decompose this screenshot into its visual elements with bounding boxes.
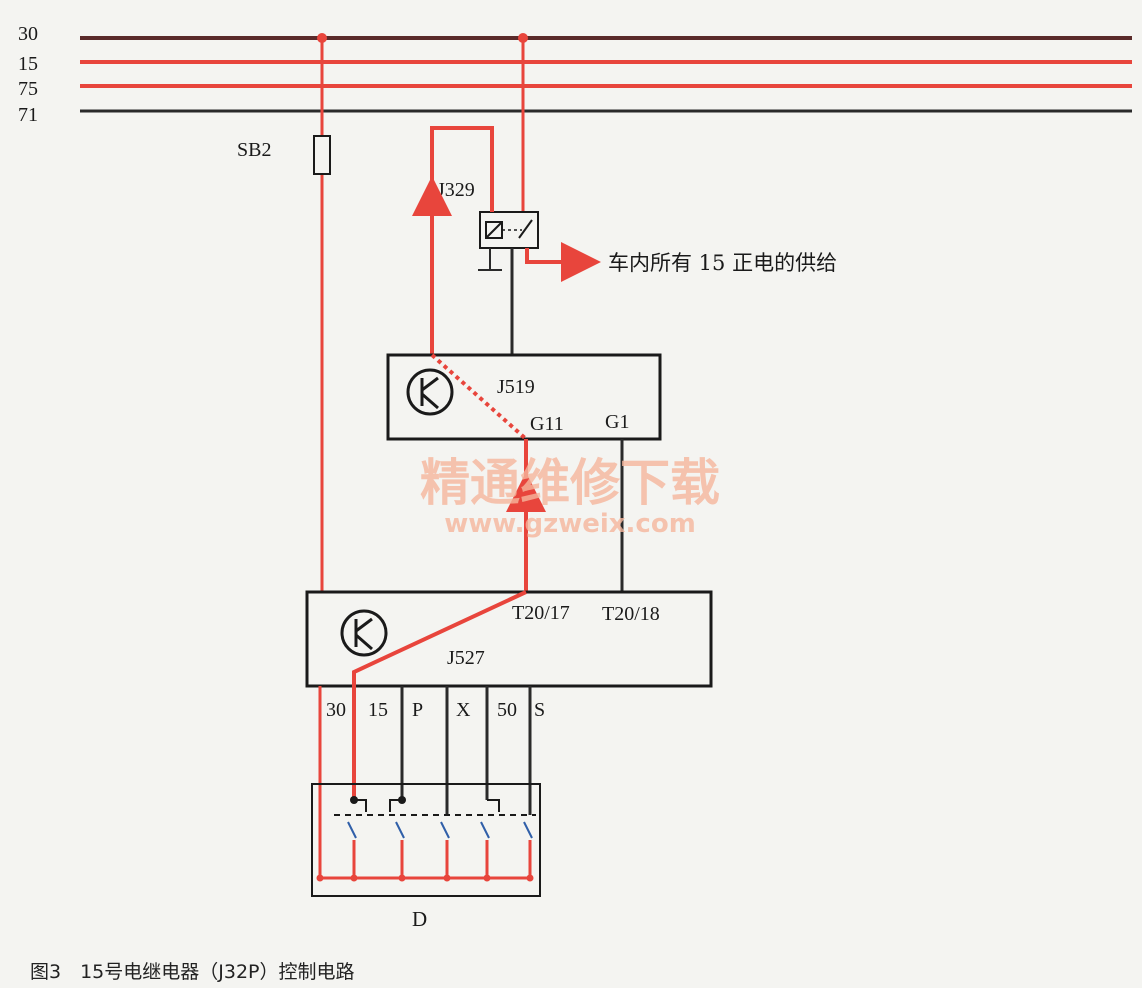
relay-coil-diagonal bbox=[485, 221, 503, 239]
transistor-icon bbox=[406, 368, 454, 416]
terminal-label-p: P bbox=[412, 699, 423, 721]
contact-lever-50 bbox=[480, 821, 490, 839]
bus-label-15: 15 bbox=[18, 53, 38, 75]
output-text: 车内所有 15 正电的供给 bbox=[608, 251, 837, 275]
contact-node-p bbox=[398, 874, 406, 882]
watermark-title: 精通维修下载 bbox=[420, 453, 720, 512]
relay-label: J329 bbox=[437, 179, 475, 201]
j519-internal-path bbox=[430, 353, 528, 441]
watermark-url: www.gzweix.com bbox=[444, 509, 696, 539]
j527-name: J527 bbox=[447, 647, 485, 669]
contact-hook-15 bbox=[354, 799, 367, 812]
bus-labels: 30 15 75 71 bbox=[18, 23, 38, 126]
terminal-wires bbox=[318, 686, 532, 880]
relay-output-wire bbox=[525, 242, 601, 282]
contact-lever-x bbox=[440, 821, 450, 839]
contact-lever-p bbox=[395, 821, 405, 839]
switch-label: D bbox=[412, 907, 427, 931]
j527-pin-t20-17: T20/17 bbox=[512, 602, 570, 624]
bus-label-71: 71 bbox=[18, 104, 38, 126]
terminal-label-50: 50 bbox=[497, 699, 517, 721]
contact-lever-s bbox=[523, 821, 533, 839]
terminal-labels: 30 15 P X 50 S bbox=[326, 699, 545, 721]
contact-node-s bbox=[526, 874, 534, 882]
contact-node-50 bbox=[483, 874, 491, 882]
transistor-icon bbox=[340, 609, 388, 657]
contact-node-15 bbox=[350, 874, 358, 882]
terminal-label-15: 15 bbox=[368, 699, 388, 721]
sb2-fuse-symbol bbox=[313, 135, 331, 175]
bus-label-75: 75 bbox=[18, 78, 38, 100]
contact-hook-50 bbox=[487, 799, 500, 812]
j519-to-relay-wire bbox=[430, 126, 494, 355]
ignition-switch-d-box bbox=[311, 783, 541, 897]
terminal-label-30: 30 bbox=[326, 699, 346, 721]
contact-hook-p bbox=[389, 799, 402, 812]
bus-label-30: 30 bbox=[18, 23, 38, 45]
j519-name: J519 bbox=[497, 376, 535, 398]
contact-node-x bbox=[443, 874, 451, 882]
j527-pin-t20-18: T20/18 bbox=[602, 603, 660, 625]
figure-caption: 图3 15号电继电器（J32P）控制电路 bbox=[30, 961, 355, 983]
j527-module bbox=[305, 590, 713, 688]
relay-j329-box bbox=[479, 211, 539, 249]
bus-lines bbox=[80, 36, 1132, 113]
contact-node-30 bbox=[316, 874, 324, 882]
fuse-label: SB2 bbox=[237, 139, 271, 161]
relay-contact bbox=[518, 219, 533, 239]
terminal-label-s: S bbox=[534, 699, 545, 721]
j527-internal-path bbox=[352, 590, 527, 686]
j519-pin-g1: G1 bbox=[605, 411, 629, 433]
terminal-label-x: X bbox=[456, 699, 471, 721]
j519-pin-g11: G11 bbox=[530, 413, 564, 435]
contact-lever-15 bbox=[347, 821, 357, 839]
switch-contacts bbox=[316, 796, 536, 882]
